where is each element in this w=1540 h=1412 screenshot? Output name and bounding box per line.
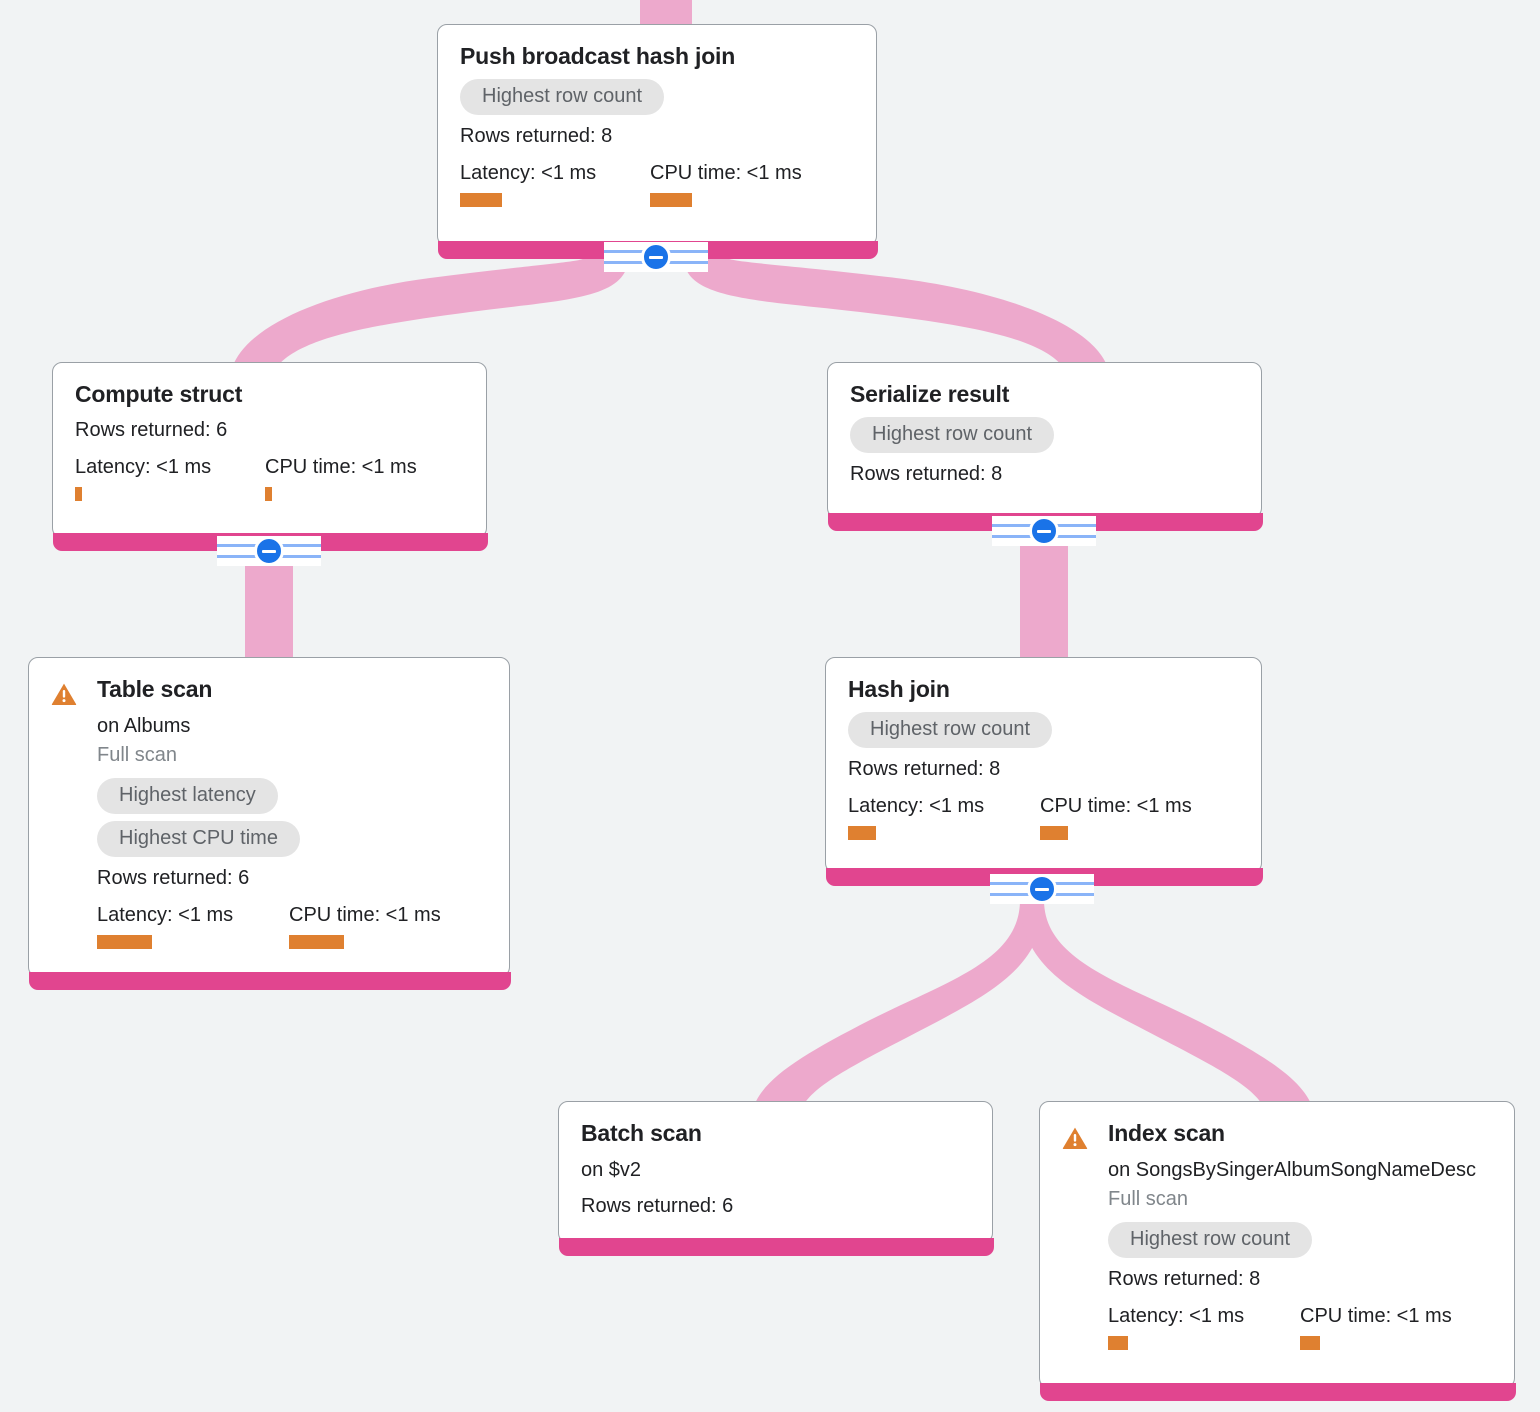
metric-latency-label: Latency: <1 ms bbox=[75, 455, 212, 478]
node-badges: Highest latency Highest CPU time bbox=[97, 777, 487, 857]
badge-highest-row-count: Highest row count bbox=[848, 711, 1053, 748]
metric-latency-label: Latency: <1 ms bbox=[848, 794, 985, 817]
badge-highest-row-count: Highest row count bbox=[850, 416, 1055, 453]
node-metrics: Latency: <1 ms CPU time: <1 ms bbox=[1108, 1305, 1492, 1350]
badge-highest-row-count: Highest row count bbox=[1108, 1221, 1313, 1258]
metric-cpu-bar bbox=[1040, 825, 1068, 840]
metric-cpu-bar bbox=[1300, 1335, 1320, 1350]
metric-cpu-label: CPU time: <1 ms bbox=[289, 903, 441, 926]
minus-glyph bbox=[1035, 887, 1049, 891]
edge-hash-join-to-batch-scan bbox=[752, 900, 1044, 1112]
metric-latency-label: Latency: <1 ms bbox=[460, 161, 597, 184]
node-badges: Highest row count bbox=[460, 78, 854, 115]
node-rows-returned: Rows returned: 8 bbox=[848, 757, 1001, 780]
node-metrics: Latency: <1 ms CPU time: <1 ms bbox=[848, 795, 1239, 840]
metric-cpu-time: CPU time: <1 ms bbox=[1300, 1305, 1452, 1350]
node-title: Compute struct bbox=[75, 381, 243, 407]
node-rows-returned: Rows returned: 6 bbox=[97, 866, 250, 889]
node-rows-returned: Rows returned: 8 bbox=[460, 124, 613, 147]
node-rows-returned: Rows returned: 6 bbox=[75, 418, 228, 441]
metric-latency: Latency: <1 ms bbox=[1108, 1305, 1300, 1350]
node-accent-bar bbox=[1040, 1383, 1516, 1401]
badge-highest-row-count: Highest row count bbox=[460, 78, 665, 115]
metric-cpu-bar bbox=[289, 934, 344, 949]
metric-latency-bar bbox=[1108, 1335, 1128, 1350]
metric-latency-label: Latency: <1 ms bbox=[1108, 1304, 1245, 1327]
metric-cpu-bar bbox=[650, 192, 692, 207]
metric-latency: Latency: <1 ms bbox=[460, 162, 650, 207]
node-scan-note: Full scan bbox=[97, 743, 178, 766]
node-title: Index scan bbox=[1108, 1120, 1225, 1146]
warning-triangle-icon bbox=[51, 676, 97, 706]
node-title: Serialize result bbox=[850, 381, 1010, 407]
minus-circle-icon[interactable] bbox=[1029, 516, 1059, 546]
node-title: Table scan bbox=[97, 676, 213, 702]
metric-latency: Latency: <1 ms bbox=[97, 904, 289, 949]
metric-latency-bar bbox=[75, 486, 82, 501]
minus-glyph bbox=[262, 549, 276, 553]
metric-latency-bar bbox=[97, 934, 152, 949]
edge-hash-join-to-index-scan bbox=[1020, 900, 1314, 1112]
metric-cpu-label: CPU time: <1 ms bbox=[1040, 794, 1192, 817]
minus-glyph bbox=[649, 255, 663, 259]
node-title: Batch scan bbox=[581, 1120, 702, 1146]
warning-triangle-icon bbox=[1062, 1120, 1108, 1150]
metric-cpu-label: CPU time: <1 ms bbox=[650, 161, 802, 184]
collapse-toggle-push-broadcast-hash-join[interactable] bbox=[604, 242, 708, 272]
metric-latency-label: Latency: <1 ms bbox=[97, 903, 234, 926]
plan-node-compute-struct[interactable]: Compute struct Rows returned: 6 Latency:… bbox=[52, 362, 488, 551]
node-scan-note: Full scan bbox=[1108, 1187, 1189, 1210]
metric-cpu-label: CPU time: <1 ms bbox=[265, 455, 417, 478]
node-subtitle: on Albums bbox=[97, 714, 191, 737]
plan-node-index-scan[interactable]: Index scan on SongsBySingerAlbumSongName… bbox=[1039, 1101, 1516, 1401]
plan-node-table-scan[interactable]: Table scan on Albums Full scan Highest l… bbox=[28, 657, 511, 990]
metric-cpu-label: CPU time: <1 ms bbox=[1300, 1304, 1452, 1327]
node-title: Hash join bbox=[848, 676, 950, 702]
plan-node-push-broadcast-hash-join[interactable]: Push broadcast hash join Highest row cou… bbox=[437, 24, 878, 259]
metric-latency: Latency: <1 ms bbox=[75, 456, 265, 501]
minus-circle-icon[interactable] bbox=[254, 536, 284, 566]
collapse-toggle-serialize-result[interactable] bbox=[992, 516, 1096, 546]
node-subtitle: on $v2 bbox=[581, 1158, 642, 1181]
node-metrics: Latency: <1 ms CPU time: <1 ms bbox=[460, 162, 854, 207]
node-accent-bar bbox=[29, 972, 511, 990]
node-accent-bar bbox=[559, 1238, 994, 1256]
plan-node-batch-scan[interactable]: Batch scan on $v2 Rows returned: 6 bbox=[558, 1101, 994, 1256]
node-rows-returned: Rows returned: 6 bbox=[581, 1194, 734, 1217]
node-subtitle: on SongsBySingerAlbumSongNameDesc bbox=[1108, 1158, 1476, 1181]
collapse-toggle-compute-struct[interactable] bbox=[217, 536, 321, 566]
minus-glyph bbox=[1037, 529, 1051, 533]
metric-cpu-time: CPU time: <1 ms bbox=[650, 162, 802, 207]
metric-latency-bar bbox=[460, 192, 502, 207]
badge-highest-latency: Highest latency bbox=[97, 777, 278, 814]
edge-root-to-serialize-result bbox=[684, 258, 1108, 368]
metric-cpu-bar bbox=[265, 486, 272, 501]
node-badges: Highest row count bbox=[1108, 1221, 1492, 1258]
metric-latency-bar bbox=[848, 825, 876, 840]
metric-cpu-time: CPU time: <1 ms bbox=[265, 456, 417, 501]
edge-root-to-compute-struct bbox=[232, 258, 628, 368]
badge-highest-cpu-time: Highest CPU time bbox=[97, 820, 300, 857]
collapse-toggle-hash-join[interactable] bbox=[990, 874, 1094, 904]
metric-cpu-time: CPU time: <1 ms bbox=[289, 904, 441, 949]
metric-latency: Latency: <1 ms bbox=[848, 795, 1040, 840]
minus-circle-icon[interactable] bbox=[1027, 874, 1057, 904]
node-metrics: Latency: <1 ms CPU time: <1 ms bbox=[75, 456, 464, 501]
node-badges: Highest row count bbox=[850, 416, 1239, 453]
plan-node-hash-join[interactable]: Hash join Highest row count Rows returne… bbox=[825, 657, 1263, 886]
node-title: Push broadcast hash join bbox=[460, 43, 736, 69]
metric-cpu-time: CPU time: <1 ms bbox=[1040, 795, 1192, 840]
node-metrics: Latency: <1 ms CPU time: <1 ms bbox=[97, 904, 487, 949]
plan-node-serialize-result[interactable]: Serialize result Highest row count Rows … bbox=[827, 362, 1263, 531]
edge-serialize-result-to-hash-join bbox=[1020, 528, 1068, 660]
minus-circle-icon[interactable] bbox=[641, 242, 671, 272]
node-rows-returned: Rows returned: 8 bbox=[1108, 1267, 1261, 1290]
node-rows-returned: Rows returned: 8 bbox=[850, 462, 1003, 485]
node-badges: Highest row count bbox=[848, 711, 1239, 748]
